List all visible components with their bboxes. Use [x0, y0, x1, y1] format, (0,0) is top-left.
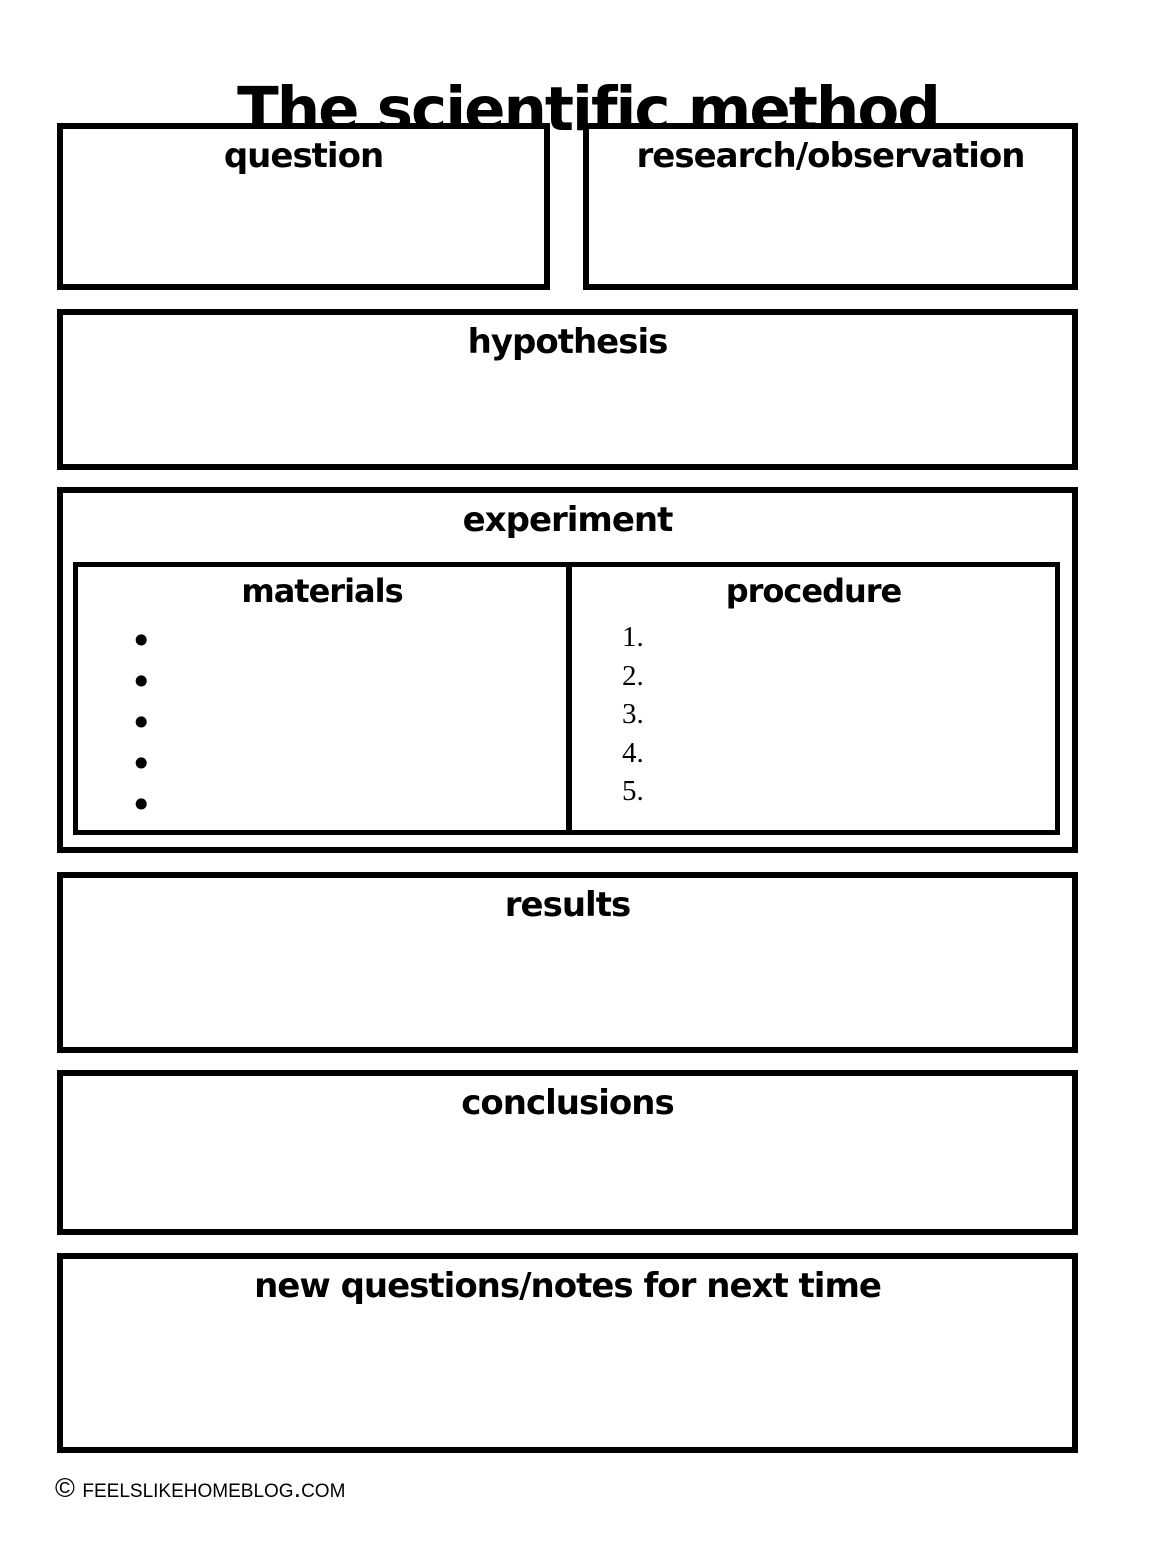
procedure-step: 3.	[622, 698, 644, 731]
bullet-icon: •	[130, 660, 153, 705]
experiment-label: experiment	[462, 500, 674, 540]
copyright-footer: © feelslikehomeblog.com	[55, 1473, 346, 1503]
procedure-step: 1.	[622, 621, 644, 654]
materials-bullet-item: •	[130, 662, 566, 703]
procedure-step: 4.	[622, 736, 644, 769]
bullet-icon: •	[130, 783, 153, 828]
new-questions-box: new questions/notes for next time	[57, 1253, 1078, 1453]
procedure-column: procedure 1. 2. 3. 4. 5.	[572, 567, 1055, 830]
conclusions-label: conclusions	[461, 1083, 674, 1123]
question-box: question	[57, 123, 550, 290]
conclusions-box: conclusions	[57, 1070, 1078, 1235]
research-observation-label: research/observation	[636, 136, 1026, 176]
hypothesis-label: hypothesis	[467, 322, 669, 362]
experiment-box: experiment materials • • • • • procedure…	[57, 487, 1078, 853]
results-label: results	[504, 885, 631, 925]
experiment-inner-box: materials • • • • • procedure 1. 2. 3. 4…	[73, 562, 1060, 835]
materials-column: materials • • • • •	[78, 567, 572, 830]
hypothesis-box: hypothesis	[57, 309, 1078, 470]
bullet-icon: •	[130, 701, 153, 746]
materials-bullet-item: •	[130, 744, 566, 785]
materials-bullet-item: •	[130, 785, 566, 826]
materials-bullet-item: •	[130, 703, 566, 744]
procedure-label: procedure	[725, 572, 903, 610]
results-box: results	[57, 872, 1078, 1053]
materials-bullet-list: • • • • •	[130, 621, 566, 826]
materials-bullet-item: •	[130, 621, 566, 662]
bullet-icon: •	[130, 742, 153, 787]
research-observation-box: research/observation	[583, 123, 1078, 290]
procedure-step: 5.	[622, 775, 644, 808]
procedure-step: 2.	[622, 659, 644, 692]
procedure-step-list: 1. 2. 3. 4. 5.	[622, 618, 1055, 811]
question-label: question	[223, 136, 384, 176]
new-questions-label: new questions/notes for next time	[254, 1266, 882, 1306]
materials-label: materials	[241, 572, 403, 610]
bullet-icon: •	[130, 619, 153, 664]
